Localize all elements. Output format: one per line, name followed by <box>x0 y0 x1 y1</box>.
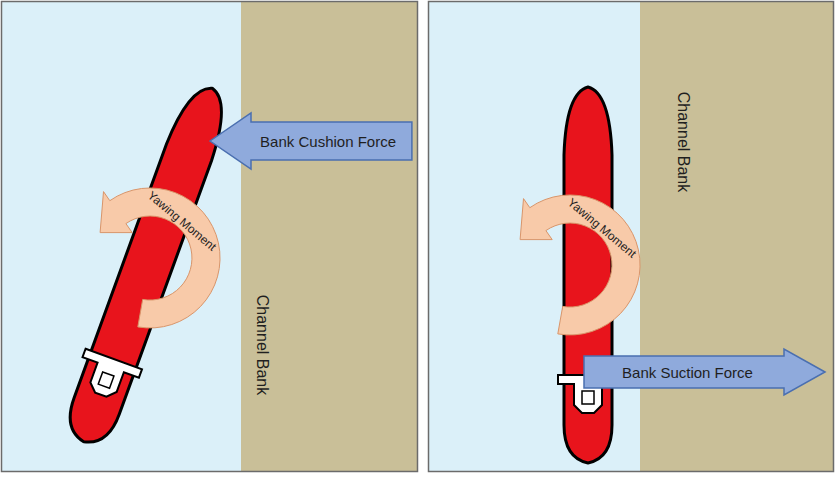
force-label: Bank Cushion Force <box>260 133 396 150</box>
region-label: Channel Bank <box>253 295 271 396</box>
ship <box>56 78 241 452</box>
curved-arrow <box>100 188 220 328</box>
yawing-moment-arrow: Yawing Moment <box>480 177 660 357</box>
water <box>428 1 834 471</box>
channel-bank: Channel Bank <box>640 2 833 471</box>
ship <box>558 87 618 463</box>
block-arrow <box>210 113 412 169</box>
force-arrow: Bank Cushion Force <box>209 112 413 170</box>
curved-arrow <box>520 195 640 335</box>
region-label: Channel Bank <box>674 92 692 193</box>
force-arrow: Bank Suction Force <box>583 348 826 396</box>
channel-bank: Channel Bank <box>241 2 417 471</box>
yawing-moment-arrow: Yawing Moment <box>60 170 240 350</box>
force-label: Bank Suction Force <box>622 364 753 381</box>
block-arrow <box>584 349 825 395</box>
water <box>1 1 417 471</box>
